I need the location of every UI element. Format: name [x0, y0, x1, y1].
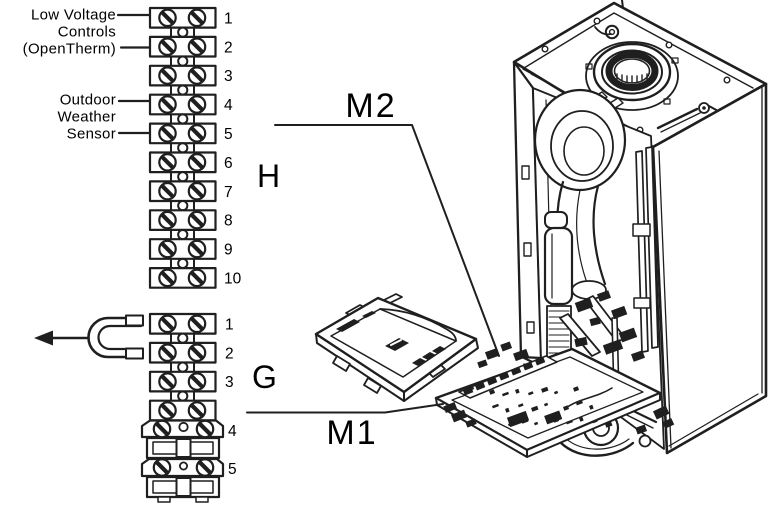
boiler-right-panel: [651, 82, 768, 455]
terminal-numbers-h: 1 2 3 4 5 6 7 8 9 10: [224, 10, 242, 287]
terminal-number-g-3: 3: [225, 374, 234, 391]
terminal-number-h-9: 9: [224, 242, 233, 259]
m1-leader-line: [246, 403, 444, 414]
label-low-voltage-2: Controls: [58, 24, 116, 41]
terminal-number-h-8: 8: [224, 213, 233, 230]
flue-collar: [585, 41, 679, 111]
label-low-voltage-1: Low Voltage: [31, 7, 116, 24]
leader-lines: [116, 13, 500, 414]
label-connector-m2: M2: [345, 87, 396, 125]
valve-cluster: [477, 290, 646, 390]
label-block-h: H: [257, 158, 280, 194]
pcb-components: [470, 386, 613, 428]
control-module: [314, 293, 479, 402]
jumper-wire: [87, 316, 143, 359]
m2-leader-line: [274, 124, 500, 357]
terminal-number-g-1: 1: [225, 316, 234, 333]
pcb-tray: [434, 347, 662, 458]
jumper-link: [34, 314, 144, 360]
top-grommet: [604, 24, 620, 40]
terminal-numbers-g: 1 2 3 4 5: [225, 316, 237, 478]
terminal-number-g-4: 4: [228, 423, 237, 440]
terminal-number-h-7: 7: [224, 184, 233, 201]
label-outdoor-2: Weather: [57, 109, 116, 126]
labels: Low Voltage Controls (OpenTherm) Outdoor…: [23, 7, 396, 453]
terminal-block-h: [148, 6, 217, 289]
terminal-number-h-1: 1: [224, 10, 233, 27]
terminal-number-h-5: 5: [224, 126, 233, 143]
terminal-number-g-5: 5: [228, 461, 237, 478]
arrow-left-icon: [34, 330, 53, 346]
terminal-number-h-3: 3: [224, 68, 233, 85]
label-connector-m1: M1: [326, 414, 377, 452]
terminal-number-g-2: 2: [225, 345, 234, 362]
terminal-number-h-10: 10: [224, 271, 242, 288]
label-low-voltage-3: (OpenTherm): [23, 41, 116, 58]
terminal-number-h-4: 4: [224, 97, 233, 114]
label-outdoor-1: Outdoor: [60, 92, 116, 109]
terminal-block-g-clamps: [140, 419, 225, 503]
label-block-g: G: [252, 359, 277, 395]
terminal-block-g: [140, 312, 225, 503]
terminal-number-h-6: 6: [224, 155, 233, 172]
terminal-number-h-2: 2: [224, 39, 233, 56]
label-outdoor-3: Sensor: [67, 126, 116, 143]
